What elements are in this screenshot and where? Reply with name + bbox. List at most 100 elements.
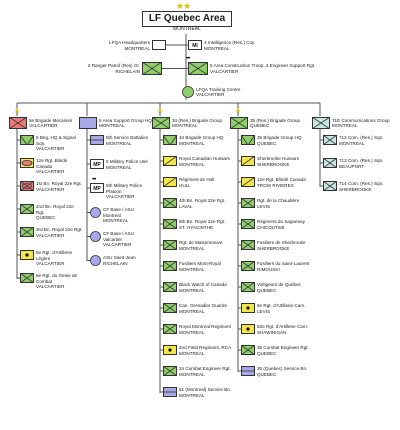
unit-label: 2nd Bn. Royal 22e Rgt.QUEBEC: [36, 204, 83, 221]
commander-star-icon: ★: [235, 108, 241, 115]
unit-location: VALCARTIER: [210, 68, 239, 74]
unit-name: 34 Combat Engineer Rgt.: [179, 366, 231, 371]
unit-name: ASU Saint-Jean: [103, 255, 136, 260]
signal-icon[interactable]: [163, 135, 177, 145]
infantry-icon[interactable]: [20, 227, 34, 237]
infantry-icon[interactable]: [163, 324, 177, 334]
platoon-size-icon: •••: [92, 177, 96, 183]
mech-brigade-icon[interactable]: [9, 117, 27, 129]
base-icon[interactable]: [90, 255, 101, 266]
recce-icon[interactable]: [163, 177, 177, 187]
engineer-icon[interactable]: [20, 273, 34, 283]
unit-location: TROIS RIVIERES: [257, 182, 294, 188]
infantry-icon[interactable]: [163, 240, 177, 250]
artillery-icon[interactable]: [241, 303, 255, 313]
unit-name: 2nd Field Regiment, RCA: [179, 345, 232, 350]
unit-name: Rgt. de la Chaudière: [257, 198, 300, 203]
unit-name: 713 Com. (Res.) Sqn.: [339, 158, 384, 163]
infantry-icon[interactable]: [163, 198, 177, 208]
base-icon[interactable]: [90, 207, 101, 218]
signal-icon[interactable]: [20, 135, 34, 145]
comms-icon[interactable]: [323, 181, 337, 191]
area-title-box[interactable]: LF Quebec Area: [142, 11, 232, 27]
unit-location: MONTREAL: [339, 140, 365, 146]
unit-location: CHICOUTIMI: [257, 224, 285, 230]
training-icon[interactable]: [182, 86, 194, 98]
unit-location: LEVIS: [257, 203, 271, 209]
unit-name: 5e Rgt. du Genie de Combat: [36, 273, 78, 284]
unit-label: 714 Com. (Res.) Sqn.SHERBROOKE: [339, 181, 400, 192]
infantry-icon[interactable]: [163, 261, 177, 271]
unit-location: MONTREAL: [179, 371, 205, 377]
unit-location: RIMOUSKI: [257, 266, 280, 272]
mech-infantry-icon[interactable]: [20, 181, 34, 191]
infantry-icon[interactable]: [163, 219, 177, 229]
unit-location: MONTREAL: [124, 45, 150, 51]
service-icon[interactable]: [90, 135, 104, 145]
infantry-icon[interactable]: [241, 261, 255, 271]
unit-name: Royal Montreal Regiment: [179, 324, 231, 329]
infantry-icon[interactable]: [241, 198, 255, 208]
armour-icon[interactable]: [20, 158, 34, 168]
brigade-icon[interactable]: [230, 117, 248, 129]
commander-star-icon: ★: [14, 108, 20, 115]
unit-location: SHERBROOKE: [257, 161, 290, 167]
mp-icon[interactable]: MP: [90, 159, 104, 169]
unit-location: RICHELAIN: [115, 68, 140, 74]
artillery-icon[interactable]: [163, 345, 177, 355]
unit-name: 35 (Res.) Brigade Group: [250, 117, 301, 123]
unit-name: Rgt. de Maisonneuve: [179, 240, 223, 245]
artillery-icon[interactable]: [241, 324, 255, 334]
unit-label: 51 (Montreal) Service Bn.MONTREAL: [179, 387, 233, 398]
comms-icon[interactable]: [323, 158, 337, 168]
infantry-icon[interactable]: [241, 240, 255, 250]
service-icon[interactable]: [241, 366, 255, 376]
recce-icon[interactable]: [163, 156, 177, 166]
unit-name: Sherbrooke Hussars: [257, 156, 299, 161]
infantry-icon[interactable]: [241, 282, 255, 292]
engineer-icon[interactable]: [241, 345, 255, 355]
infantry-icon[interactable]: [241, 219, 255, 229]
artillery-icon[interactable]: [20, 250, 34, 260]
service-icon[interactable]: [163, 387, 177, 397]
unit-location: SHAWINIGAN: [257, 329, 287, 335]
unit-label: 35 Combat Engineer Rgt.QUEBEC: [257, 345, 311, 356]
unit-name: 4 Intelligence (Res.) Coy: [204, 40, 255, 45]
engineer-icon[interactable]: [163, 366, 177, 376]
signal-icon[interactable]: [241, 135, 255, 145]
base-icon[interactable]: [90, 231, 101, 242]
comms-icon[interactable]: [323, 135, 337, 145]
mi-icon[interactable]: MI: [188, 40, 202, 50]
unit-name: 51 (Montreal) Service Bn.: [179, 387, 232, 392]
unit-name: 5e Rgt. d'Artillerie Légère: [36, 250, 73, 261]
brigade-icon[interactable]: [152, 117, 170, 129]
infantry-icon[interactable]: [163, 303, 177, 313]
blank-icon[interactable]: [152, 40, 166, 50]
infantry-icon[interactable]: [20, 204, 34, 214]
ranger-icon[interactable]: [142, 62, 162, 75]
recce-icon[interactable]: [241, 177, 255, 187]
mp-icon[interactable]: MP: [90, 183, 104, 193]
unit-label: 35 (Quebec) Service Bn.QUEBEC: [257, 366, 311, 377]
recce-icon[interactable]: [241, 156, 255, 166]
unit-name: 5th Service Battalion: [106, 135, 149, 140]
infantry-icon[interactable]: [163, 282, 177, 292]
comms-icon[interactable]: [312, 117, 330, 129]
unit-location: VALCARTIER: [36, 232, 65, 238]
engineer-icon[interactable]: [188, 62, 208, 75]
svg-text:MP: MP: [93, 186, 101, 192]
unit-name: 6e Rgt. d'Artillerie Cam.: [257, 303, 306, 308]
support-icon[interactable]: [79, 117, 97, 129]
